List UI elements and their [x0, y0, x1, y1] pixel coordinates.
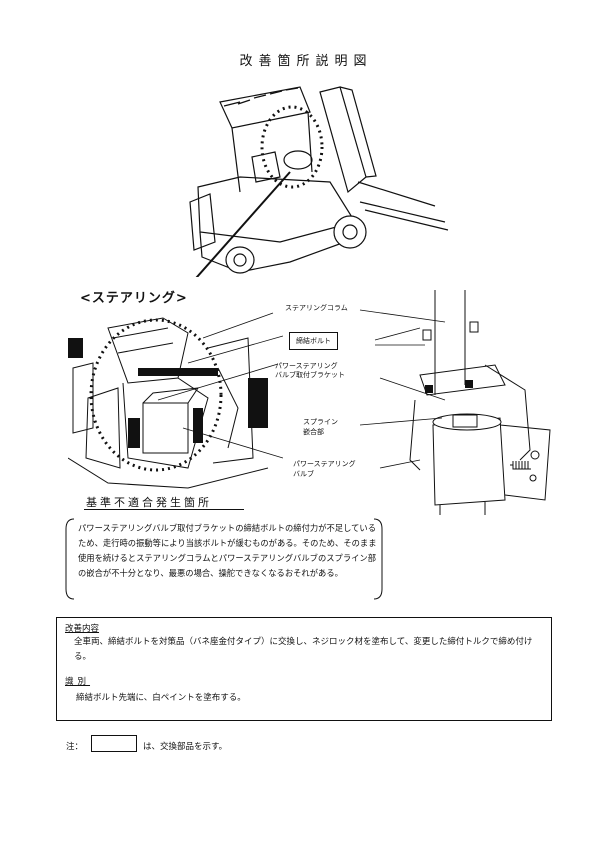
- note-label: 注：: [66, 742, 84, 752]
- improvement-body: 全車両、締結ボルトを対策品（バネ座金付タイプ）に交換し、ネジロック材を塗布して、…: [74, 637, 533, 662]
- figure-caption: 基準不適合発生箇所: [86, 496, 212, 509]
- note-text: は、交換部品を示す。: [143, 742, 228, 752]
- exploded-view-illustration: [409, 290, 551, 515]
- label-valve-bracket: パワーステアリング バルブ取付ブラケット: [275, 362, 345, 379]
- improvement-heading: 改善内容: [65, 624, 100, 634]
- caption-underline: [84, 509, 244, 510]
- problem-brackets: [65, 518, 383, 600]
- identification-body: 締結ボルト先端に、白ペイントを塗布する。: [76, 693, 246, 703]
- page-title: 改善箇所説明図: [239, 54, 373, 69]
- note-sample-box: [91, 735, 137, 752]
- label-spline-fit: スプライン 嵌合部: [303, 418, 338, 436]
- identification-heading: 識別: [65, 677, 91, 687]
- label-steering-column: ステアリングコラム: [285, 304, 348, 312]
- label-power-steering-valve: パワーステアリング バルブ: [293, 460, 356, 478]
- improvement-box: [56, 617, 552, 721]
- section-label-steering: <ステアリング>: [80, 291, 188, 306]
- label-fastening-bolt: 締結ボルト: [289, 332, 338, 350]
- forklift-illustration: [189, 86, 449, 277]
- steering-detail-illustration: [68, 312, 283, 489]
- problem-description: パワーステアリングバルブ取付ブラケットの締結ボルトの締付力が不足しているため、走…: [78, 523, 377, 578]
- callout-leader-lines: [359, 309, 446, 469]
